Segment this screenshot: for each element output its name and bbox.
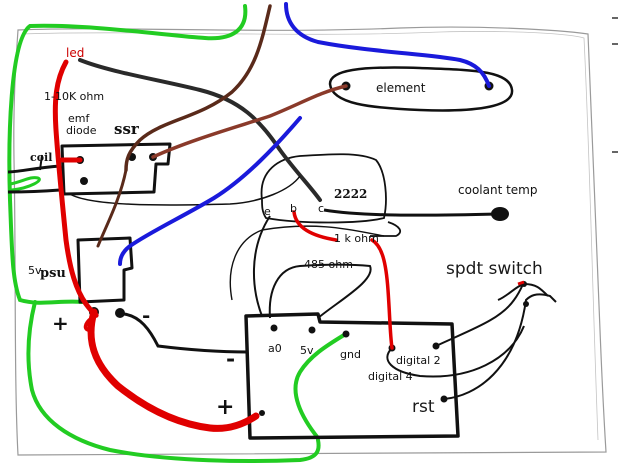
- transistor-label: 2222: [334, 187, 367, 201]
- switch-pin-2: [523, 301, 529, 307]
- black-wire-psu-minus: [123, 312, 249, 354]
- gnd-label: gnd: [340, 348, 361, 361]
- digital4-label: digital 4: [368, 370, 413, 383]
- arduino-plus-label: +: [216, 394, 234, 420]
- brown-wire-mains-to-ssr: [124, 4, 272, 172]
- paper-outline-inner: [21, 31, 599, 441]
- a0-label: a0: [268, 342, 282, 355]
- black-wire-rst-to-switch: [443, 293, 557, 400]
- red-wire-digital4: [370, 238, 394, 350]
- arduino-pin-gnd: [342, 330, 350, 338]
- coil-arrow-lower: [7, 188, 61, 194]
- arduino-pin-a0: [270, 324, 278, 332]
- black-wire-coolant: [323, 208, 499, 217]
- black-wire-1k-to-transistor: [370, 221, 402, 237]
- coil-bracket: [39, 154, 43, 171]
- black-wire-led-to-c: [78, 58, 322, 202]
- arduino-pin-power-plus: [259, 410, 265, 416]
- ssr-terminal-coil-minus: [80, 177, 88, 185]
- brown-wire-ssr-to-element: [151, 84, 348, 159]
- green-wire-bottom-loop: [26, 300, 321, 463]
- green-wire-gnd: [293, 333, 346, 440]
- arduino-5v-label: 5v: [300, 344, 314, 357]
- digital2-label: digital 2: [396, 354, 441, 367]
- diode-label: diode: [66, 124, 97, 137]
- brown-wire-down-to-psu: [96, 168, 128, 248]
- coil-arrow-upper: [7, 164, 61, 174]
- led-resistor-label: 1-10K ohm: [44, 90, 104, 103]
- resistor-1k-label: 1 k ohm: [334, 232, 379, 245]
- element-label: element: [376, 81, 426, 95]
- red-wire-1k-resistor: [292, 210, 338, 242]
- paper-outline: [13, 26, 607, 456]
- coil-label: coil: [30, 151, 52, 164]
- led-label: led: [66, 46, 84, 60]
- red-wire-led: [52, 59, 99, 318]
- element-outline: [328, 66, 514, 112]
- blue-wire-mains-to-element: [284, 2, 491, 88]
- ssr-box: [60, 142, 172, 196]
- green-wire-outer-loop: [7, 4, 248, 305]
- resistor-485-label: 485 ohm: [304, 258, 353, 271]
- psu-box: [76, 236, 134, 304]
- blue-wire-to-psu: [118, 116, 302, 266]
- black-wire-digital4-to-switch: [386, 325, 525, 378]
- black-wire-a0-outer: [229, 225, 385, 301]
- transistor-pin-b: b: [290, 202, 297, 215]
- arduino-minus-label: -: [226, 346, 235, 372]
- red-wire-switch: [517, 280, 525, 286]
- spdt-switch-label: spdt switch: [446, 259, 543, 279]
- psu-label: psu: [40, 266, 66, 281]
- black-wire-ssr-to-transistor: [69, 175, 301, 206]
- psu-minus-label: -: [142, 303, 150, 327]
- red-wire-psu-bump: [83, 316, 94, 332]
- transistor-outline: [260, 153, 387, 224]
- psu-voltage-label: 5v: [28, 264, 42, 277]
- green-wire-coil-left: [8, 176, 41, 192]
- psu-plus-label: +: [52, 311, 69, 335]
- rst-label: rst: [412, 397, 435, 417]
- red-wire-psu-plus-to-arduino: [87, 308, 260, 432]
- ssr-label: ssr: [114, 120, 140, 138]
- black-wire-a0-to-e: [252, 215, 271, 317]
- coolant-temp-sensor: [491, 207, 509, 221]
- psu-terminal-minus: [115, 308, 125, 318]
- transistor-pin-e: e: [264, 205, 271, 218]
- transistor-pin-c: c: [318, 202, 324, 215]
- black-wire-485: [268, 263, 372, 319]
- arduino-pin-5v: [308, 326, 316, 334]
- black-wire-digital2-to-switch: [435, 281, 525, 347]
- coolant-temp-label: coolant temp: [458, 183, 538, 197]
- emf-label: emf: [68, 112, 90, 125]
- arduino-box: [244, 312, 460, 440]
